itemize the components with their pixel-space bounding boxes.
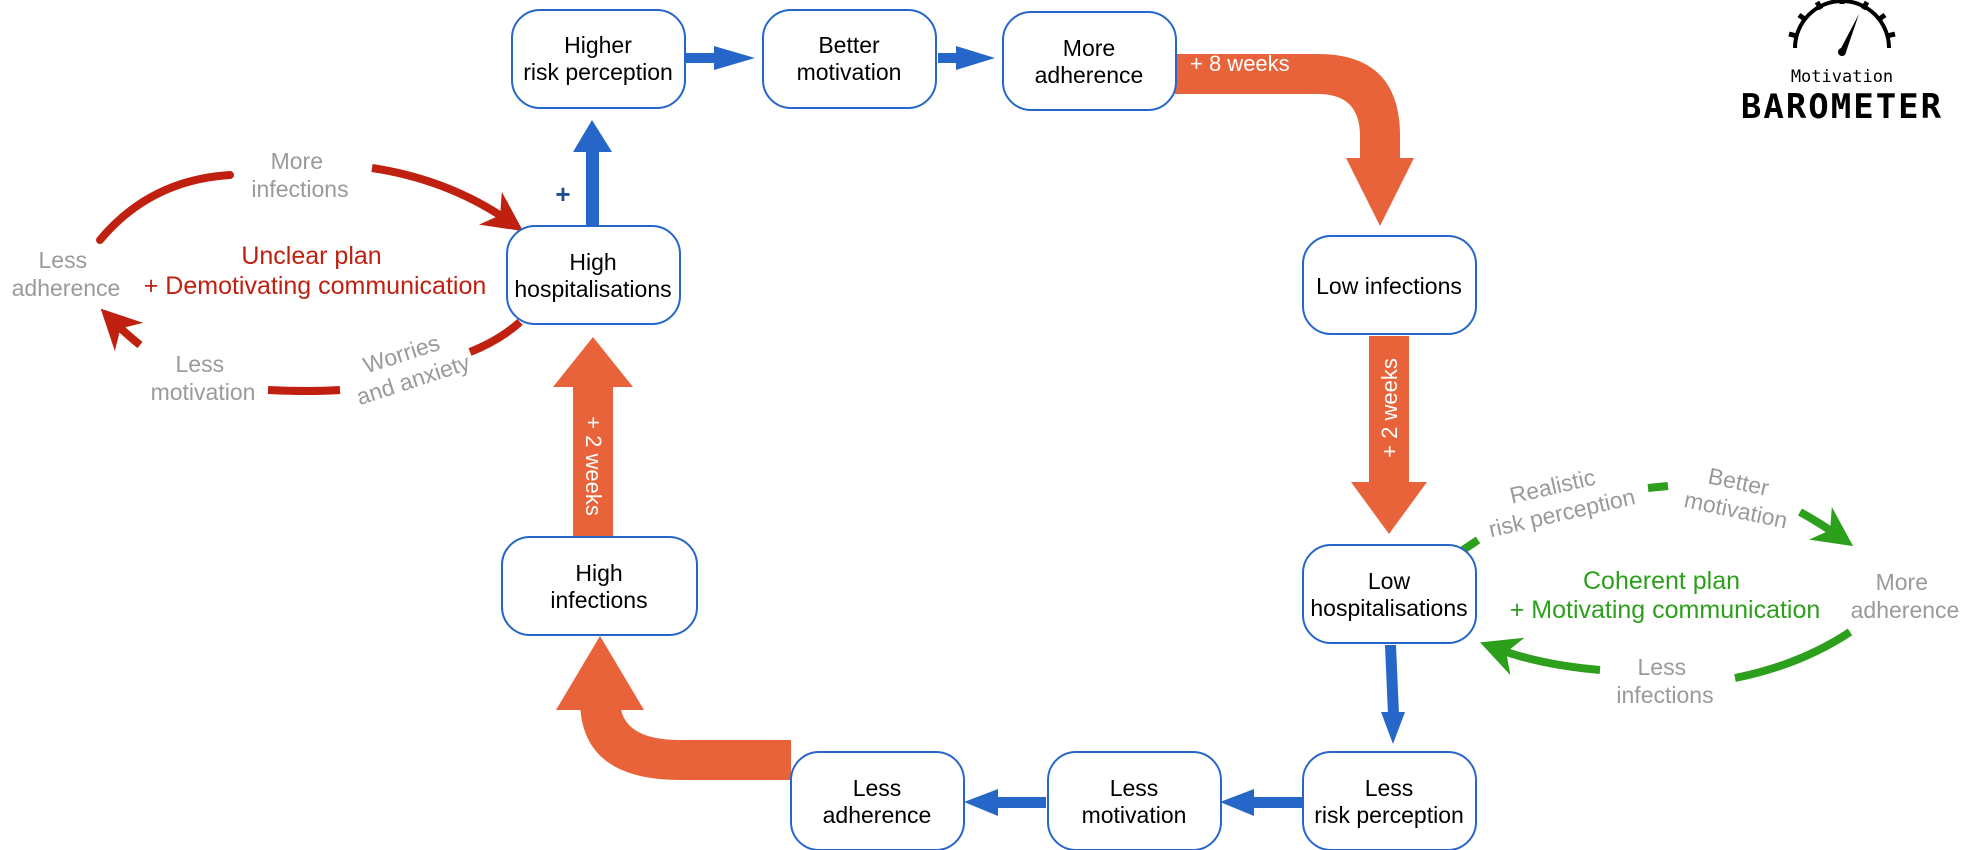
svg-text:Low infections: Low infections [1316, 273, 1462, 299]
node-low-infections: Low infections [1302, 235, 1477, 335]
red-loop-title: Unclear plan + Demotivating communicatio… [144, 242, 487, 300]
logo-top-text: Motivation [1791, 67, 1893, 87]
green-label-more-adherence: More adherence [1851, 569, 1960, 623]
red-label-less-motivation: Less motivation [151, 351, 256, 405]
green-loop-title: Coherent plan + Motivating communication [1510, 567, 1821, 624]
plus-sign: + [555, 179, 570, 209]
arrow-better-motivation-to-more-adherence [938, 46, 995, 70]
arrow-less-motivation-to-less-adherence [964, 789, 1046, 816]
green-label-less-infections: Less infections [1616, 654, 1713, 708]
logo-main-text: BAROMETER [1741, 87, 1943, 127]
delay-label-right-side: + 2 weeks [1377, 358, 1402, 458]
delay-label-top-right: + 8 weeks [1190, 51, 1290, 76]
delay-arrow-left-side: + 2 weeks [553, 337, 633, 537]
red-loop [96, 164, 524, 395]
delay-label-bottom-left: + 8 weeks [676, 793, 776, 818]
green-label-realistic: Realistic risk perception [1480, 456, 1638, 542]
red-label-worries: Worries and anxiety [344, 322, 473, 410]
delay-arrow-top-right: + 8 weeks [1175, 51, 1414, 226]
arrow-high-hosp-to-higher-risk [573, 120, 612, 226]
arrow-less-risk-to-less-motivation [1220, 789, 1302, 816]
arrow-low-hosp-to-less-risk [1381, 645, 1405, 744]
red-label-more-infections: More infections [251, 148, 348, 202]
delay-arrow-right-side: + 2 weeks [1351, 336, 1427, 534]
arrow-higher-risk-to-better-motivation [686, 46, 755, 70]
delay-arrow-bottom-left: + 8 weeks [556, 636, 791, 818]
green-label-better-motivation: Better motivation [1682, 459, 1796, 534]
gauge-icon [1788, 0, 1896, 56]
motivation-barometer-logo: Motivation BAROMETER [1741, 0, 1943, 127]
green-loop [1460, 482, 1854, 682]
red-label-less-adherence: Less adherence [12, 247, 121, 301]
delay-label-left-side: + 2 weeks [581, 416, 606, 516]
